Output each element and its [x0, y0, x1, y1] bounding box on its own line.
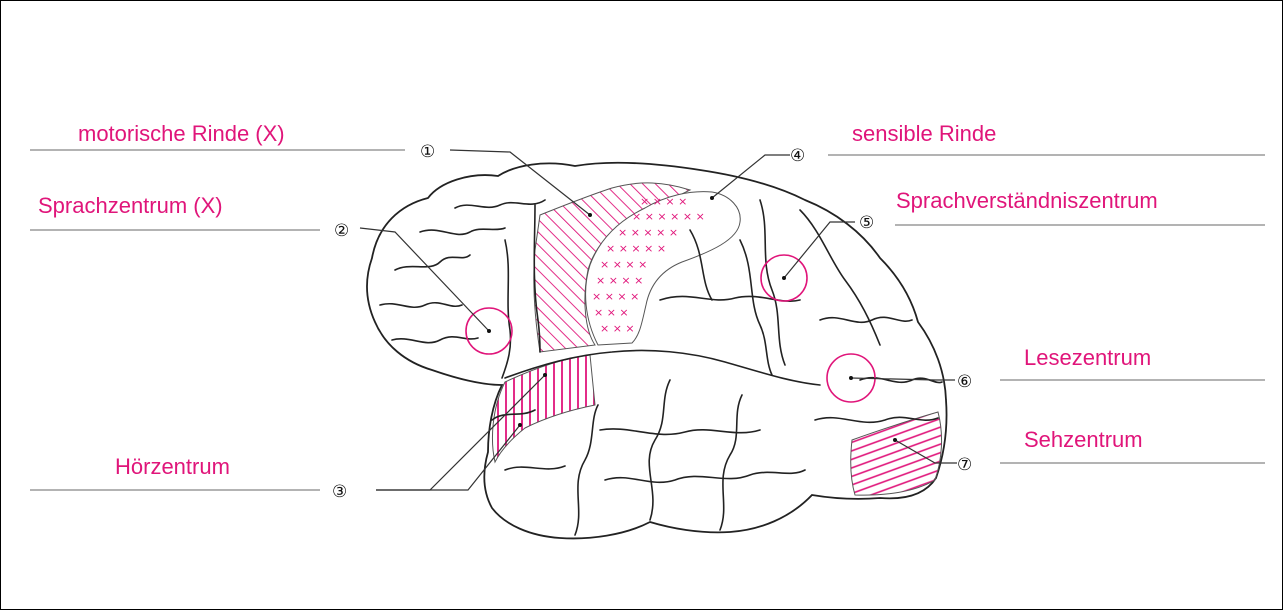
label-sehzentrum: Sehzentrum [1024, 427, 1143, 452]
label-motorische-rinde: motorische Rinde (X) [78, 121, 285, 146]
marker-1: ① [420, 142, 435, 162]
marker-6: ⑥ [957, 372, 972, 392]
svg-text:× × × ×: × × × × [592, 290, 639, 303]
marker-2: ② [334, 221, 349, 241]
svg-text:× × × ×: × × × × [596, 274, 643, 287]
label-sprachzentrum: Sprachzentrum (X) [38, 193, 223, 218]
svg-text:× × ×: × × × [594, 306, 629, 319]
marker-3: ③ [332, 482, 347, 502]
svg-text:× × ×: × × × [600, 322, 635, 335]
svg-text:× × × × ×: × × × × × [618, 226, 678, 239]
svg-text:× × × × × ×: × × × × × × [632, 210, 705, 223]
label-sensible-rinde: sensible Rinde [852, 121, 996, 146]
svg-text:× × × ×: × × × × [600, 258, 647, 271]
label-hoerzentrum: Hörzentrum [115, 454, 230, 479]
marker-5: ⑤ [859, 213, 874, 233]
marker-7: ⑦ [957, 455, 972, 475]
marker-4: ④ [790, 146, 805, 166]
svg-text:× × × × ×: × × × × × [606, 242, 666, 255]
label-sprachverstaendniszentrum: Sprachverständniszentrum [896, 188, 1158, 213]
label-lesezentrum: Lesezentrum [1024, 345, 1151, 370]
svg-text:× × × ×: × × × × [640, 195, 687, 208]
